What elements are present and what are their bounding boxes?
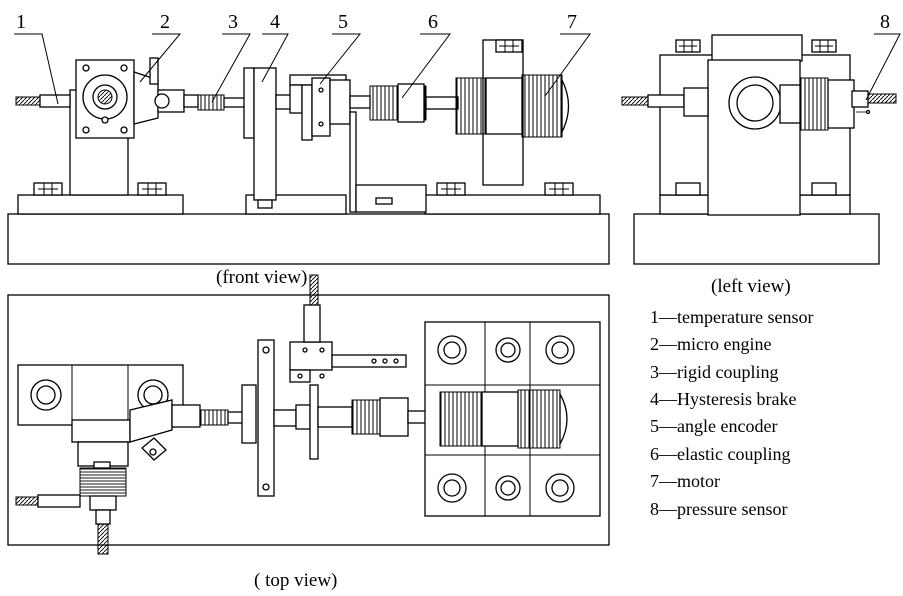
callout-6: 6	[428, 11, 438, 33]
callout-numbers: 1 2 3 4 5 6 7 8	[16, 11, 890, 33]
pressure-sensor	[851, 90, 897, 115]
legend-item: 5—angle encoder	[650, 416, 777, 436]
motor-bolts-top	[437, 335, 575, 503]
caption-top-view: ( top view)	[254, 570, 337, 591]
callout-8: 8	[880, 11, 890, 33]
legend-item: 8—pressure sensor	[650, 499, 787, 519]
legend-item: 6—elastic coupling	[650, 444, 790, 464]
base-bolts-front	[33, 182, 574, 196]
legend: 1—temperature sensor 2—micro engine 3—ri…	[650, 307, 813, 519]
top-view	[7, 274, 610, 555]
micro-engine	[75, 57, 199, 139]
callout-5: 5	[338, 11, 348, 33]
legend-item: 4—Hysteresis brake	[650, 389, 796, 409]
callout-leaders	[14, 33, 901, 105]
callout-4: 4	[270, 11, 280, 33]
motor-front	[455, 39, 570, 186]
rigid-coupling-front	[197, 94, 247, 111]
temperature-sensor	[15, 94, 71, 108]
elastic-coupling-front	[369, 83, 459, 123]
legend-item: 2—micro engine	[650, 334, 771, 354]
callout-7: 7	[567, 11, 577, 33]
legend-item: 3—rigid coupling	[650, 362, 779, 382]
hysteresis-brake-front	[243, 67, 293, 209]
callout-2: 2	[160, 11, 170, 33]
callout-3: 3	[228, 11, 238, 33]
caption-front-view: (front view)	[216, 267, 307, 288]
front-view	[7, 39, 610, 265]
caption-left-view: (left view)	[711, 276, 791, 297]
angle-encoder-front	[289, 74, 357, 213]
legend-item: 1—temperature sensor	[650, 307, 813, 327]
left-view	[621, 34, 897, 265]
legend-item: 7—motor	[650, 471, 720, 491]
callout-1: 1	[16, 11, 26, 33]
